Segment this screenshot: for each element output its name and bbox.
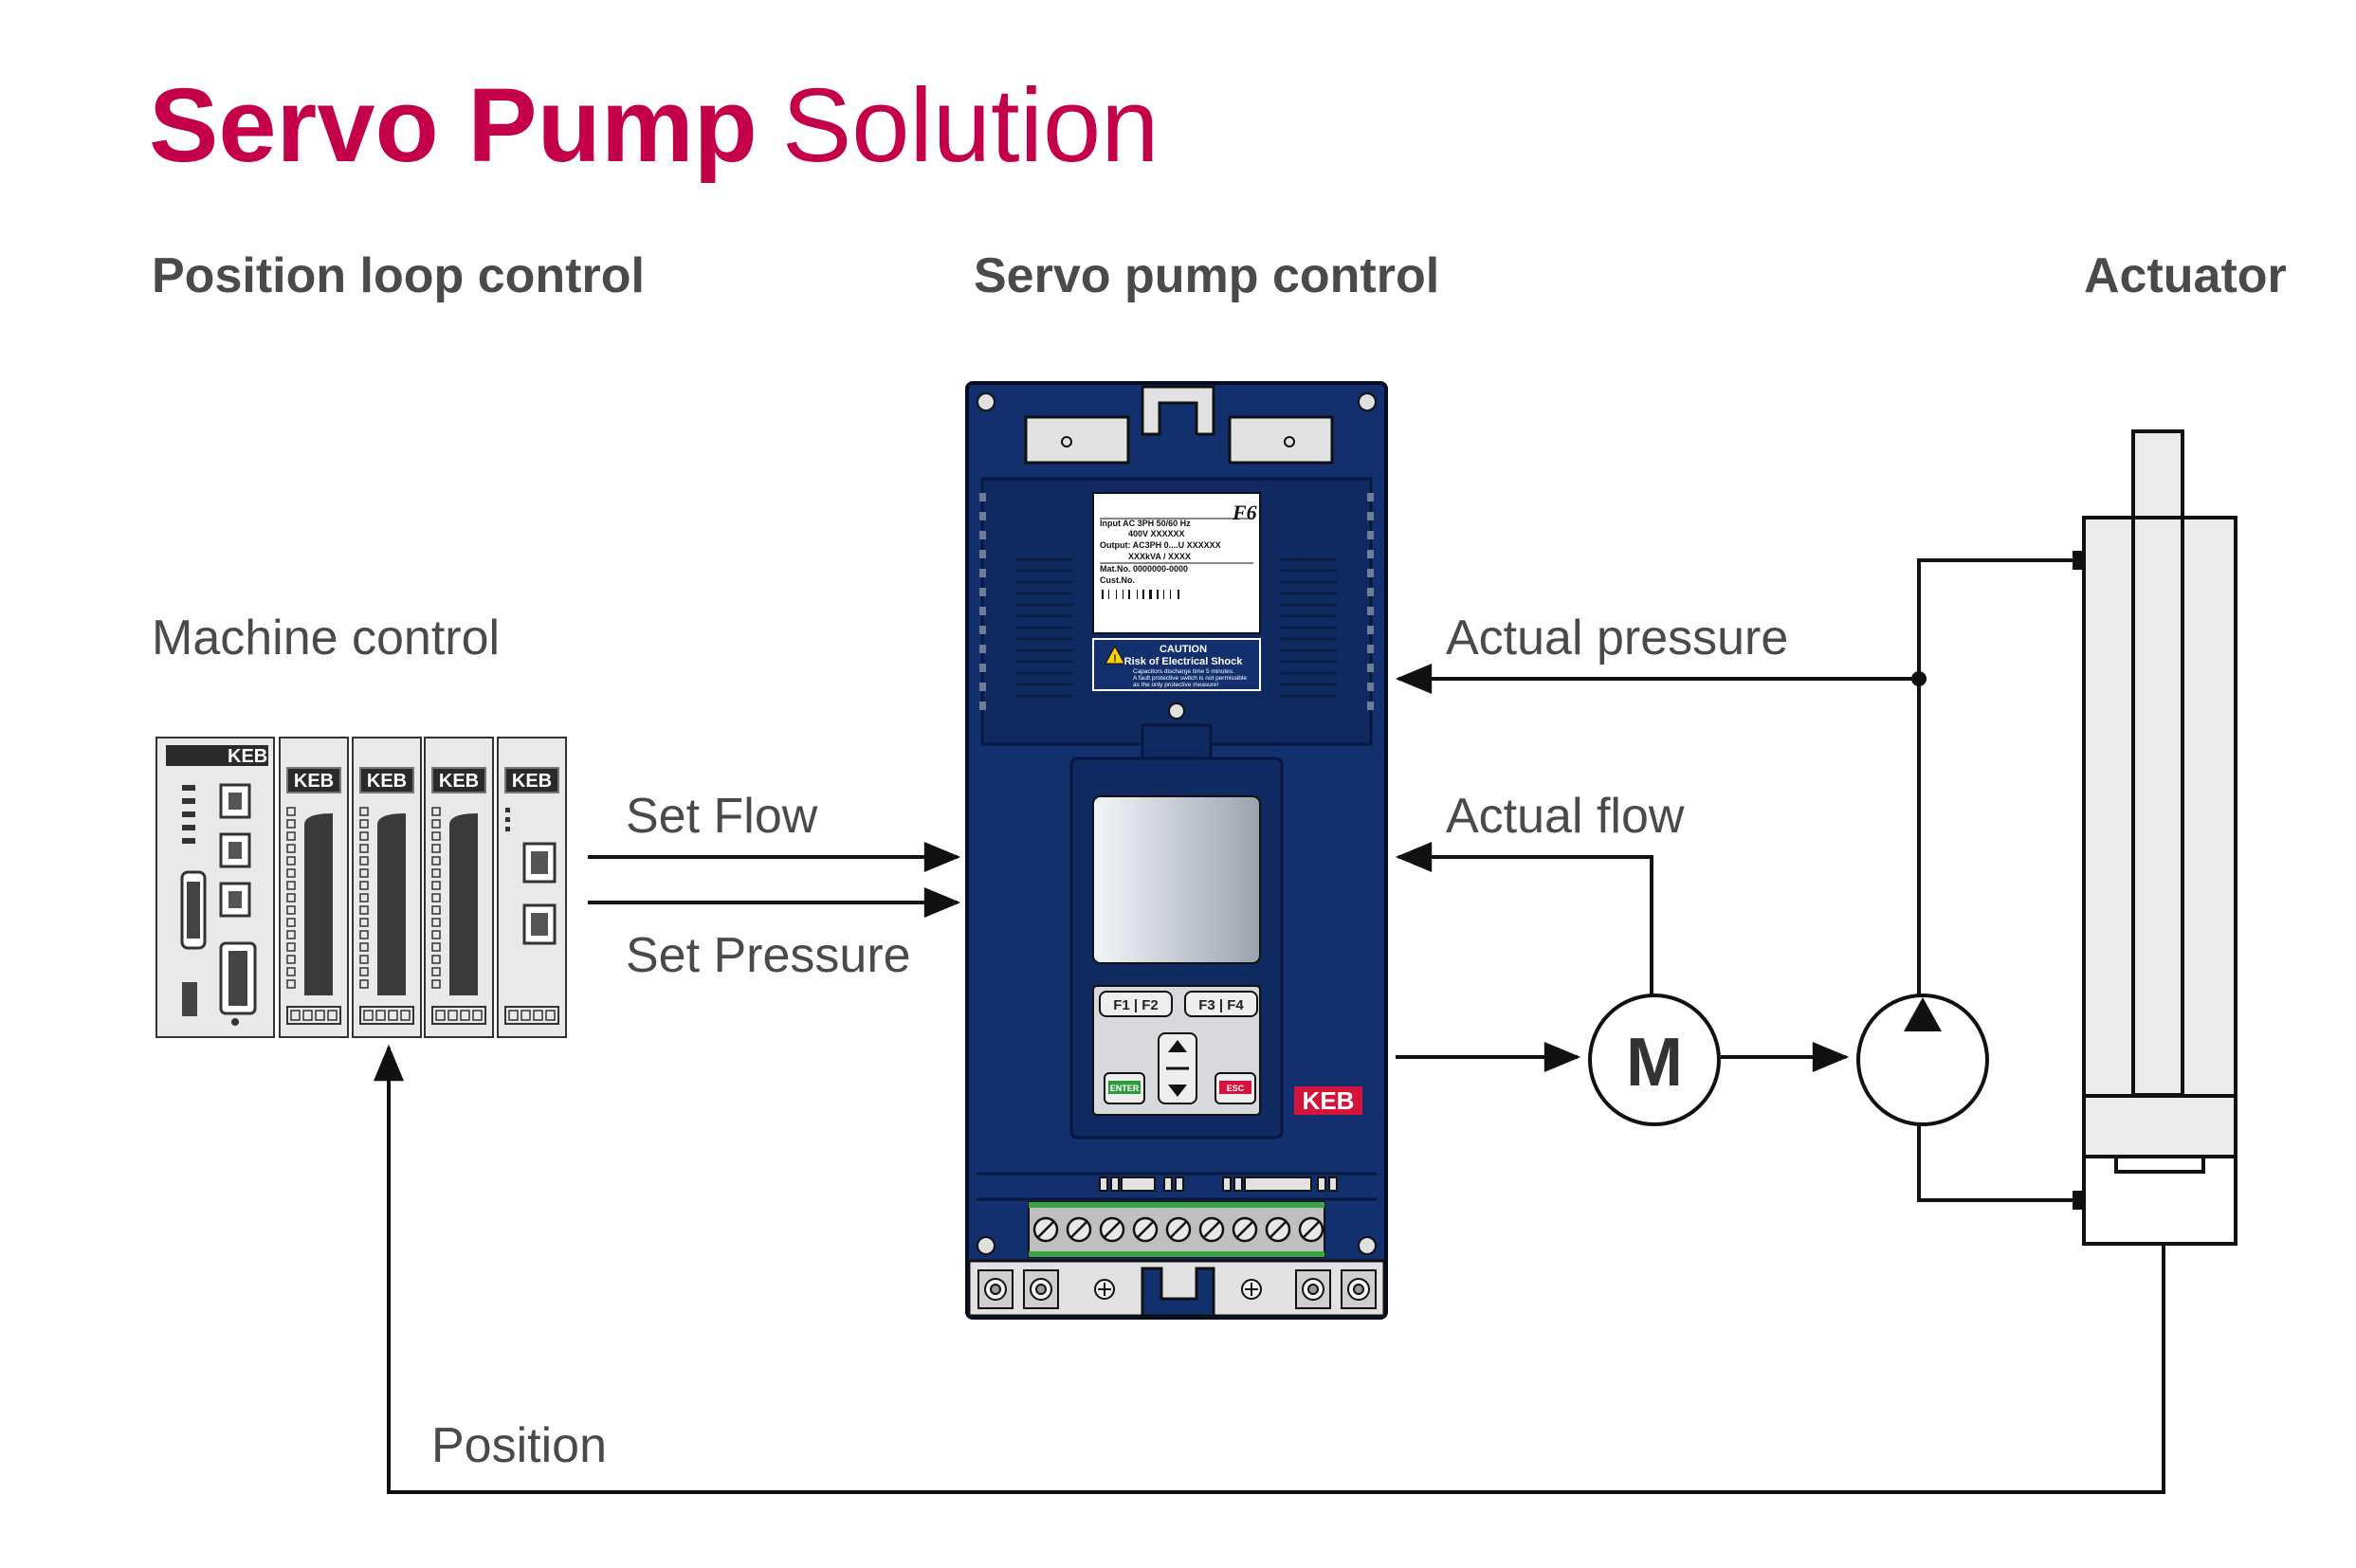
actuator-cylinder	[2073, 429, 2237, 1246]
hydraulic-pump	[1856, 994, 1989, 1126]
caution-title: CAUTION	[1160, 644, 1207, 655]
machine-control-unit: KEB KEB KEB KEB KEB	[155, 737, 567, 1038]
io-keb-logo: KEB	[439, 771, 479, 792]
svg-text:!: !	[1113, 653, 1117, 665]
plate-line-2: 400V XXXXXX	[1128, 529, 1185, 538]
caution-line-1: Capacitors discharge time 5 minutes.	[1133, 668, 1234, 675]
label-set-pressure: Set Pressure	[626, 928, 911, 983]
plate-line-1: Input AC 3PH 50/60 Hz	[1100, 519, 1191, 528]
pump-to-cylinder-top-line	[1917, 558, 2073, 995]
key-enter[interactable]: ENTER	[1104, 1072, 1145, 1104]
key-f3-f4[interactable]: F3 | F4	[1184, 991, 1258, 1017]
position-feedback-arrow	[374, 1044, 2165, 1494]
pump-direction-icon	[1904, 997, 1942, 1031]
servo-drive: F6 Input AC 3PH 50/60 Hz 400V XXXXXX Out…	[965, 381, 1388, 1320]
piston-rod	[2131, 429, 2184, 1097]
title-regular-part: Solution	[782, 67, 1160, 184]
label-actual-flow: Actual flow	[1446, 789, 1685, 844]
heading-actuator: Actuator	[2084, 248, 2287, 303]
heading-position-loop-control: Position loop control	[152, 248, 645, 303]
plate-line-3: Output: AC3PH 0....U XXXXXX	[1100, 540, 1221, 550]
actual-flow-arrow	[1395, 842, 1653, 995]
terminal-screws	[1032, 1216, 1324, 1243]
key-f1-f2-label: F1 | F2	[1113, 997, 1159, 1013]
io-modules: KEB KEB KEB KEB	[279, 737, 567, 1038]
cpu-module: KEB	[155, 737, 275, 1038]
right-vent	[1280, 557, 1337, 698]
series-mark: F6	[1232, 501, 1257, 524]
caution-label	[1092, 638, 1261, 691]
heading-servo-pump-control: Servo pump control	[974, 248, 1439, 303]
drive-keb-badge	[1294, 1086, 1362, 1115]
plate-line-6: Cust.No.	[1100, 575, 1135, 585]
cpu-keb-logo: KEB	[228, 746, 267, 767]
io-module: KEB	[279, 737, 349, 1038]
io-keb-logo: KEB	[512, 771, 552, 792]
arrow-up-icon	[1168, 1040, 1187, 1052]
label-actual-pressure: Actual pressure	[1446, 611, 1788, 665]
io-keb-logo: KEB	[294, 771, 334, 792]
io-module: KEB	[352, 737, 422, 1038]
label-machine-control: Machine control	[152, 611, 500, 665]
io-module: KEB	[497, 737, 567, 1038]
connection-lines	[374, 558, 2165, 1494]
caution-line-2: A fault protective switch is not permiss…	[1133, 675, 1247, 682]
warning-icon	[1105, 645, 1125, 665]
io-keb-logo: KEB	[367, 771, 407, 792]
label-set-flow: Set Flow	[626, 789, 818, 844]
key-esc[interactable]: ESC	[1215, 1072, 1256, 1104]
arrow-down-icon	[1168, 1085, 1187, 1097]
plate-line-4: XXXkVA / XXXX	[1128, 552, 1191, 561]
title-bold-part: Servo Pump	[149, 67, 758, 184]
barcode	[1102, 590, 1179, 599]
left-vent	[1016, 557, 1073, 698]
motor: M	[1588, 994, 1721, 1126]
plate-line-5: Mat.No. 0000000-0000	[1100, 564, 1188, 574]
caution-line-3: as the only protective measure!	[1133, 682, 1219, 688]
caution-subtitle: Risk of Electrical Shock	[1124, 656, 1244, 667]
pump-to-cylinder-bottom-line	[1917, 1124, 2073, 1202]
lcd-display	[1092, 795, 1261, 964]
key-f1-f2[interactable]: F1 | F2	[1099, 991, 1173, 1017]
motor-symbol: M	[1626, 1025, 1683, 1101]
key-esc-label: ESC	[1227, 1084, 1245, 1093]
drive-keb-logo: KEB	[1303, 1086, 1355, 1115]
key-f3-f4-label: F3 | F4	[1198, 997, 1244, 1013]
io-module: KEB	[424, 737, 494, 1038]
key-enter-label: ENTER	[1110, 1084, 1140, 1093]
label-position: Position	[431, 1418, 607, 1473]
key-up-down[interactable]	[1158, 1032, 1197, 1104]
piston-head	[2082, 1094, 2237, 1158]
